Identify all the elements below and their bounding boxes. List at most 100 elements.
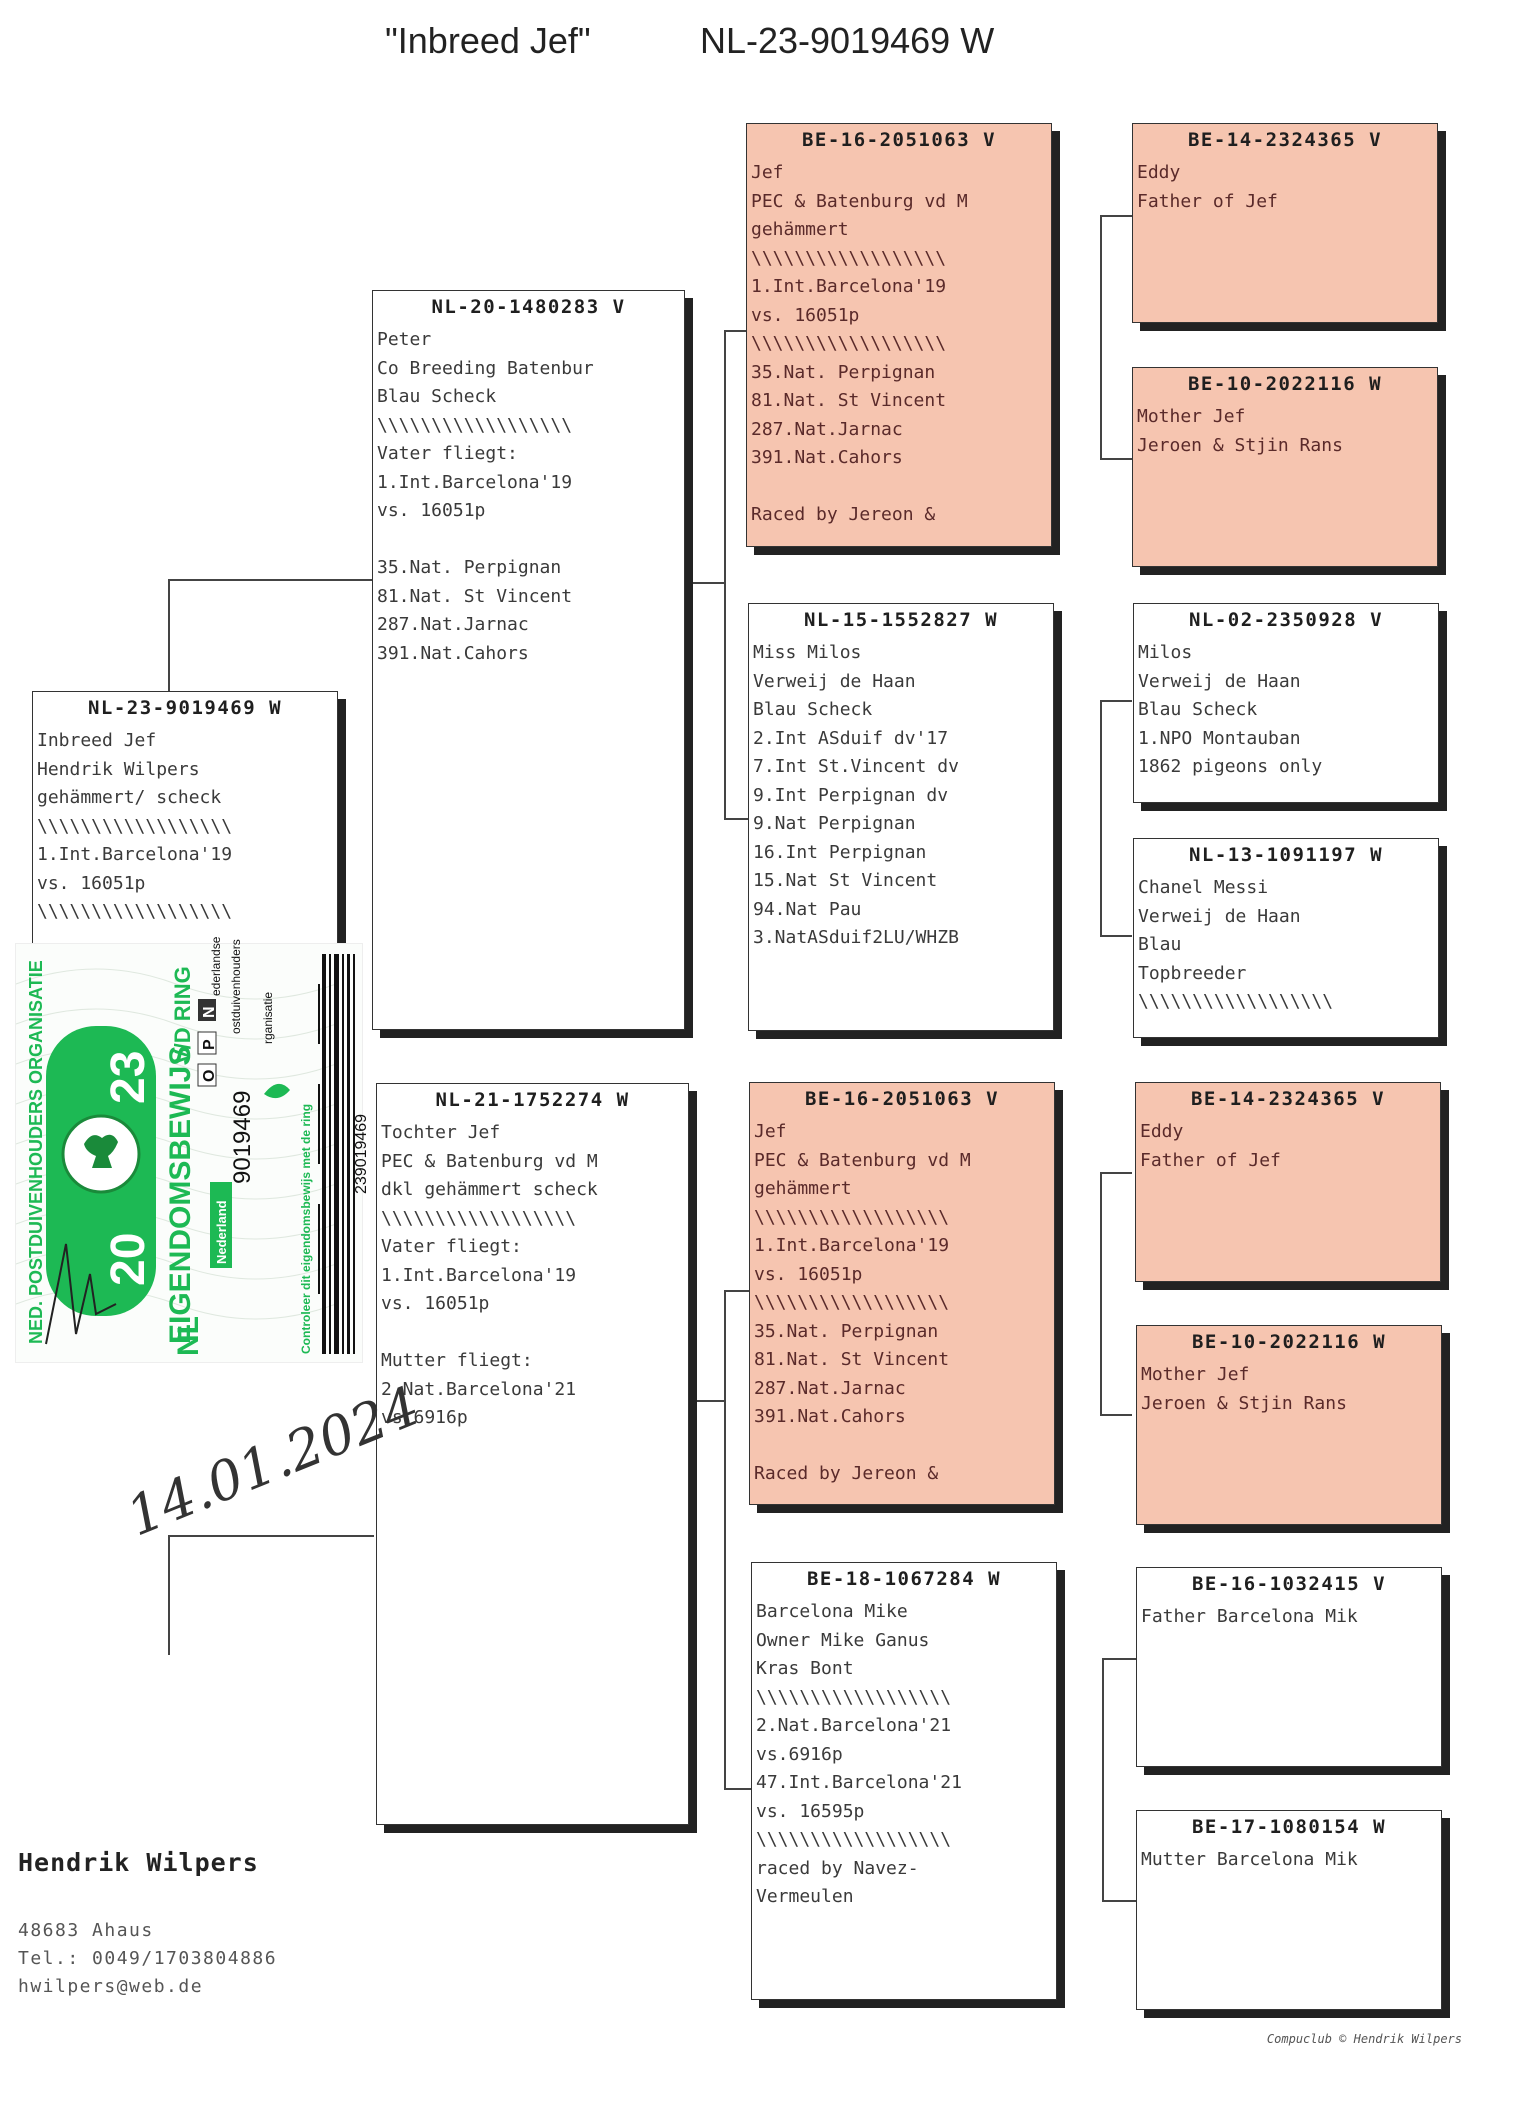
pedigree-line: \\\\\\\\\\\\\\\\\\ [756,1686,952,1708]
pedigree-line: 2.Int ASduif dv'17 [753,727,949,749]
connector-line [1100,1172,1102,1416]
pedigree-line: Father of Jef [1140,1149,1281,1171]
pedigree-line: 1.Int.Barcelona'19 [751,276,947,297]
check-instruction: Controleer dit eigendomsbewijs met de ri… [299,1104,313,1354]
pedigree-line: 287.Nat.Jarnac [377,614,529,635]
pedigree-line: Blau [1138,934,1182,955]
pedigree-line: 16.Int Perpignan [753,841,927,863]
pedigree-box-dam-sire: BE-16-2051063 V Jef PEC & Batenburg vd M… [749,1082,1055,1505]
year-digits-a: 20 [102,1233,155,1286]
pedigree-line: Jef [751,162,784,183]
pedigree-line: Mother Jef [1137,406,1246,427]
connector-line [724,1290,726,1790]
pedigree-line: \\\\\\\\\\\\\\\\\\ [751,247,947,269]
connector-line [1100,215,1102,460]
pedigree-line: vs. 16051p [37,872,146,894]
npo-line-2: ostduivenhouders [229,939,243,1034]
ownership-certificate-card: NED. POSTDUIVENHOUDERS ORGANISATIE 20 23… [15,936,370,1362]
footer-credit: Compuclub © Hendrik Wilpers [1266,2032,1462,2046]
pedigree-line: \\\\\\\\\\\\\\\\\\ [754,1292,950,1313]
pedigree-line: 287.Nat.Jarnac [754,1377,906,1399]
ring-number: NL-21-1752274 W [435,1089,630,1111]
connector-line [1102,1900,1136,1902]
pedigree-line: 81.Nat. St Vincent [377,585,573,607]
pedigree-box-sss: BE-14-2324365 V Eddy Father of Jef [1132,123,1438,323]
connector-line [1100,1172,1132,1174]
pedigree-line: 1.Int.Barcelona'19 [381,1264,577,1286]
ring-number: NL-23-9019469 W [87,697,283,719]
pedigree-line: PEC & Batenburg vd M [754,1149,971,1171]
pedigree-line: 15.Nat St Vincent [753,870,938,891]
connector-line [1102,1658,1104,1902]
barcode-number: 239019469 [353,1114,370,1194]
pedigree-line: 1.NPO Montauban [1138,727,1301,749]
pedigree-line: 9.Int Perpignan dv [753,784,949,806]
npo-letter-o: O [201,1070,218,1082]
pedigree-line: 81.Nat. St Vincent [754,1349,950,1370]
pedigree-line: vs.6916p [756,1743,843,1765]
pedigree-line: 35.Nat. Perpignan [751,361,936,383]
pedigree-box-dam: NL-21-1752274 W Tochter Jef PEC & Batenb… [376,1083,689,1825]
pedigree-line: 1862 pigeons only [1138,756,1323,777]
certificate-title-suffix: V/D RING [170,966,195,1064]
pedigree-line: 3.NatASduif2LU/WHZB [753,927,959,948]
pedigree-line: 287.Nat.Jarnac [751,418,903,440]
pedigree-line: Jeroen & Stjin Rans [1137,434,1343,456]
pedigree-line: Eddy [1137,162,1181,183]
pedigree-line: dkl gehämmert scheck [381,1179,598,1200]
pedigree-line: Milos [1138,642,1193,663]
connector-line [1100,700,1132,702]
pedigree-line [751,473,1047,502]
connector-line [724,1788,751,1790]
connector-line [1100,458,1132,460]
ring-number: BE-16-2051063 V [804,1088,1000,1110]
connector-line [1100,1414,1132,1416]
pedigree-line: raced by Navez- [756,1857,919,1879]
ring-number: BE-17-1080154 W [1191,1816,1387,1838]
pedigree-line: \\\\\\\\\\\\\\\\\\ [381,1207,577,1229]
country-code: NL [172,1316,205,1356]
pedigree-box-dss: BE-14-2324365 V Eddy Father of Jef [1135,1082,1441,1282]
ring-number: BE-14-2324365 V [1187,129,1383,151]
pedigree-box-sds: NL-02-2350928 V Milos Verweij de Haan Bl… [1133,603,1439,803]
pedigree-line: 1.Int.Barcelona'19 [377,471,573,493]
pedigree-line: vs. 16051p [751,304,860,326]
ring-number: BE-14-2324365 V [1190,1088,1386,1110]
pedigree-line: Raced by Jereon & [754,1463,939,1484]
leaf-icon [264,1083,290,1099]
pedigree-line: Vermeulen [756,1886,854,1907]
pedigree-line: 2.Nat.Barcelona'21 [381,1378,577,1400]
npo-line-1: ederlandse [209,936,223,996]
pedigree-line: vs. 16051p [754,1263,863,1285]
pedigree-line: 391.Nat.Cahors [377,642,529,664]
pedigree-line: Owner Mike Ganus [756,1629,930,1651]
ring-number: BE-16-1032415 V [1191,1573,1387,1595]
connector-line [724,330,726,820]
ring-number: BE-16-2051063 V [801,129,997,151]
connector-line [168,579,374,581]
pedigree-line: 47.Int.Barcelona'21 [756,1772,962,1793]
year-digits-b: 23 [102,1051,155,1104]
pedigree-box-sdd: NL-13-1091197 W Chanel Messi Verweij de … [1133,838,1439,1038]
pedigree-line: \\\\\\\\\\\\\\\\\\ [751,333,947,354]
pedigree-box-dam-dam: BE-18-1067284 W Barcelona Mike Owner Mik… [751,1562,1057,2000]
pedigree-line: \\\\\\\\\\\\\\\\\\ [756,1829,952,1850]
pedigree-box-sire-dam: NL-15-1552827 W Miss Milos Verweij de Ha… [748,603,1054,1031]
pedigree-box-sire: NL-20-1480283 V Peter Co Breeding Batenb… [372,290,685,1030]
pedigree-box-sire-sire: BE-16-2051063 V Jef PEC & Batenburg vd M… [746,123,1052,547]
pedigree-box-dds: BE-16-1032415 V Father Barcelona Mik [1136,1567,1442,1767]
pedigree-line: Verweij de Haan [1138,905,1301,927]
ring-number: BE-10-2022116 W [1187,373,1383,395]
connector-line [724,1290,749,1292]
pedigree-box-ssd: BE-10-2022116 W Mother Jef Jeroen & Stji… [1132,367,1438,567]
org-name: NED. POSTDUIVENHOUDERS ORGANISATIE [26,960,46,1344]
pedigree-line: 9.Nat Perpignan [753,813,916,834]
pedigree-box-ddd: BE-17-1080154 W Mutter Barcelona Mik [1136,1810,1442,2010]
pedigree-line: vs. 16595p [756,1800,865,1822]
pedigree-line: 94.Nat Pau [753,898,862,920]
pedigree-line: Verweij de Haan [1138,670,1301,692]
pedigree-line: \\\\\\\\\\\\\\\\\\ [37,815,233,837]
connector-line [685,582,725,584]
pedigree-line: Hendrik Wilpers [37,758,200,780]
pedigree-line: 2.Nat.Barcelona'21 [756,1715,952,1736]
